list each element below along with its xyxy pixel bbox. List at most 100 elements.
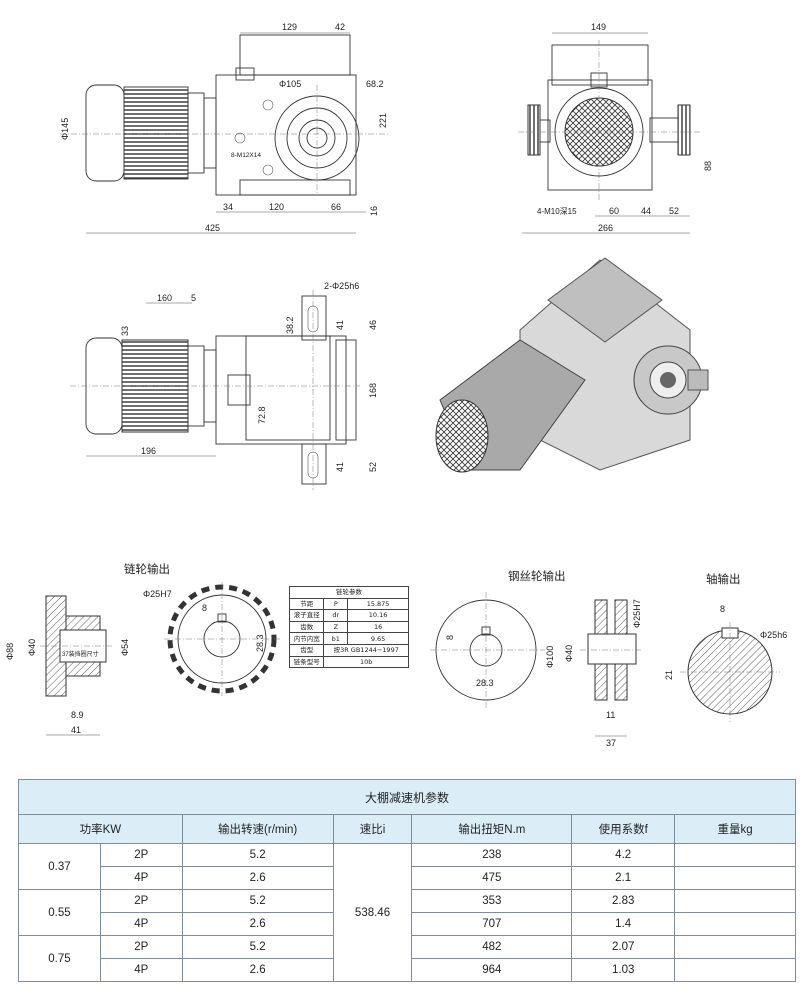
dim-160: 160	[157, 293, 172, 303]
cell-torque: 482	[411, 935, 573, 959]
wire-hole: Φ25H7	[632, 599, 642, 628]
cell-torque: 964	[411, 958, 573, 982]
table-row: 4P 2.6 707 1.4	[19, 912, 796, 936]
cell-weight	[674, 935, 796, 959]
dim-4-m10: 4-M10深15	[537, 207, 577, 216]
header-weight: 重量kg	[674, 814, 796, 844]
chain-param-value: 按3R GB1244−1997	[323, 643, 409, 657]
sprocket-dim-phi88: Φ88	[5, 643, 15, 660]
table-row: 节距 P 15.875	[288, 597, 409, 611]
dim-266: 266	[598, 223, 613, 233]
dim-33: 33	[120, 326, 130, 336]
shaft-dim-phi25: Φ25h6	[760, 630, 787, 640]
sprocket-note: 37装挡圈尺寸	[62, 650, 99, 658]
dim-196: 196	[141, 446, 156, 456]
dim-41a: 41	[335, 320, 345, 330]
wire-dim-phi40: Φ40	[564, 645, 574, 662]
chain-param-name: 齿数	[288, 620, 325, 634]
wire-dim-phi100: Φ100	[545, 646, 555, 668]
cell-pole: 4P	[99, 912, 183, 936]
cell-ratio: 538.46	[332, 843, 413, 982]
sprocket-face-view: Φ25H7 8 28.3	[143, 582, 280, 696]
cell-weight	[674, 889, 796, 913]
chain-param-symbol: Z	[323, 620, 349, 634]
table-row: 4P 2.6 964 1.03	[19, 958, 796, 982]
sprocket-dim-8-9: 8.9	[71, 710, 84, 720]
chain-param-name: 齿型	[288, 643, 325, 657]
top-view: 160 5 33 2-Φ25h6 38.2 41 46 168 72.8 196…	[70, 281, 378, 490]
cell-pole: 2P	[99, 935, 183, 959]
cell-factor: 1.03	[571, 958, 676, 982]
dim-68-2: 68.2	[366, 79, 384, 89]
dim-52: 52	[669, 206, 679, 216]
cell-torque: 238	[411, 843, 573, 867]
dim-phi105: Φ105	[279, 79, 301, 89]
reducer-param-table: 大棚减速机参数 功率KW 输出转速(r/min) 速比i 输出扭矩N.m 使用系…	[18, 779, 796, 982]
chain-param-value: 16	[347, 620, 409, 634]
dim-44: 44	[641, 206, 651, 216]
table-title: 大棚减速机参数	[18, 779, 796, 815]
sprocket-dim-phi54: Φ54	[120, 639, 130, 656]
dim-88: 88	[703, 161, 713, 171]
chain-param-symbol: dr	[323, 609, 349, 622]
dim-72-8: 72.8	[257, 406, 267, 424]
chain-param-name: 内节内宽	[288, 632, 325, 645]
wire-dim-37: 37	[606, 738, 616, 748]
cell-power: 0.37	[18, 843, 101, 890]
dim-34: 34	[223, 202, 233, 212]
dim-42: 42	[335, 22, 345, 32]
wire-wheel-section-view: Φ100 Φ40 Φ25H7 11 37	[545, 599, 642, 748]
chain-param-symbol: P	[323, 597, 349, 611]
cell-speed: 2.6	[181, 912, 334, 936]
dim-8-m12: 8-M12X14	[231, 152, 261, 159]
dim-221: 221	[378, 113, 388, 128]
dim-149: 149	[591, 22, 606, 32]
drawing-canvas: 129 42 Φ105 68.2 221 Φ145 8-M12X14 34 12…	[5, 22, 787, 748]
sprocket-dim-41: 41	[71, 725, 81, 735]
chain-param-symbol: b1	[323, 632, 349, 645]
dim-41b: 41	[335, 462, 345, 472]
label-wire-output: 钢丝轮输出	[508, 569, 566, 583]
dim-phi145: Φ145	[60, 118, 70, 140]
cell-torque: 475	[411, 866, 573, 890]
cell-weight	[674, 866, 796, 890]
cell-speed: 5.2	[181, 843, 334, 867]
cell-factor: 2.83	[571, 889, 676, 913]
chain-param-table: 链轮参数 节距 P 15.875 滚子直径 dr 10.16 齿数 Z 16 内…	[288, 586, 409, 669]
shaft-dim-8: 8	[720, 604, 725, 614]
dim-120: 120	[269, 202, 284, 212]
dim-5: 5	[191, 293, 196, 303]
sprocket-dim-28-3: 28.3	[255, 634, 265, 652]
dim-66: 66	[331, 202, 341, 212]
table-row: 0.37 2P 5.2 538.46 238 4.2	[18, 843, 796, 982]
table-row: 0.55 2P 5.2 353 2.83	[18, 889, 796, 936]
chain-param-value: 10b	[323, 655, 409, 669]
cell-pole: 2P	[99, 843, 183, 867]
wire-dim-11: 11	[606, 710, 615, 720]
technical-drawings: 129 42 Φ105 68.2 221 Φ145 8-M12X14 34 12…	[5, 22, 787, 748]
header-power: 功率KW	[18, 814, 183, 844]
cell-weight	[674, 958, 796, 982]
header-factor: 使用系数f	[571, 814, 676, 844]
cell-torque: 353	[411, 889, 573, 913]
table-row: 滚子直径 dr 10.16	[288, 609, 409, 622]
cell-weight	[674, 912, 796, 936]
chain-param-value: 15.875	[347, 597, 409, 611]
table-row: 0.75 2P 5.2 482 2.07	[18, 935, 796, 982]
shaft-dim-21: 21	[664, 670, 674, 680]
sprocket-dim-phi40: Φ40	[27, 639, 37, 656]
header-speed: 输出转速(r/min)	[181, 814, 334, 844]
sprocket-section-view: Φ88 Φ40 Φ54 37装挡圈尺寸 8.9 41	[5, 595, 130, 736]
chain-param-name: 滚子直径	[288, 609, 325, 622]
cell-factor: 4.2	[571, 843, 676, 867]
table-row: 4P 2.6 475 2.1	[19, 866, 796, 890]
header-ratio: 速比i	[332, 814, 413, 844]
dim-2-phi25: 2-Φ25h6	[324, 281, 359, 291]
chain-param-name: 链条型号	[288, 655, 325, 669]
product-render	[435, 257, 709, 473]
cell-pole: 4P	[99, 958, 183, 982]
dim-16: 16	[369, 206, 379, 216]
cell-factor: 2.07	[571, 935, 676, 959]
cell-speed: 2.6	[181, 866, 334, 890]
wire-wheel-face-view: 8 28.3	[430, 592, 545, 710]
